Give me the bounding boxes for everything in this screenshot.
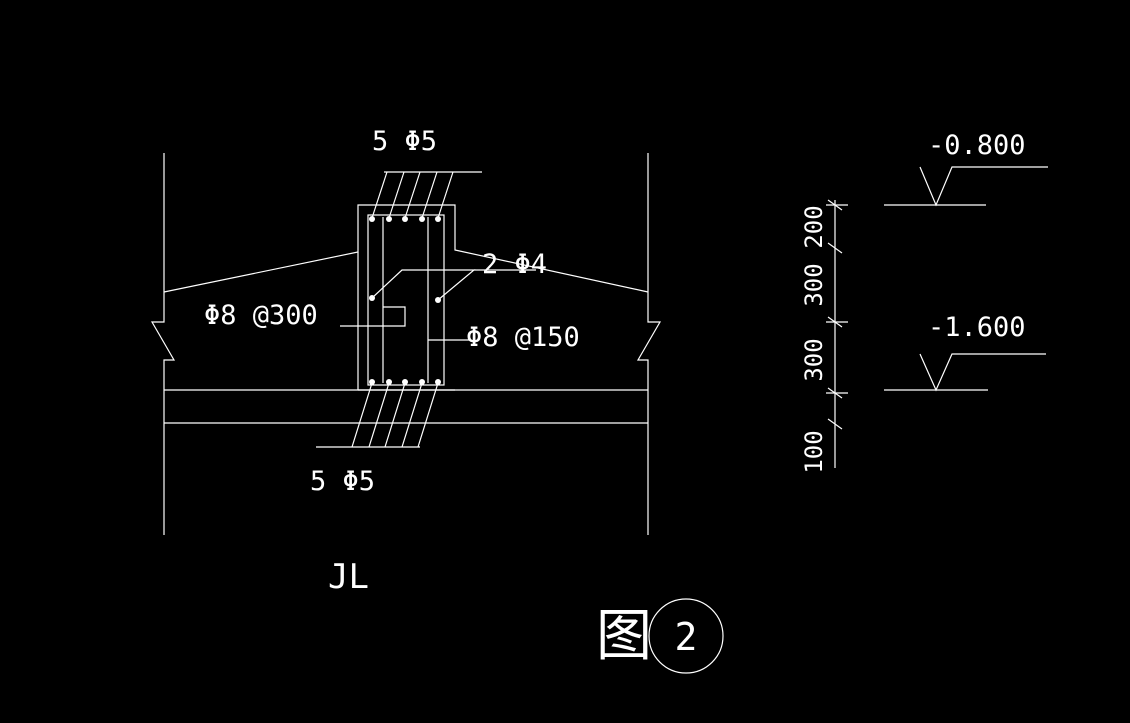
bottom-rebar-label: 5 Φ5 <box>310 466 375 497</box>
rebar-dot <box>386 216 392 222</box>
bottom-rebar-leader <box>417 382 439 448</box>
dimension-label: 300 <box>800 263 828 306</box>
bottom-rebar-leader <box>401 382 423 448</box>
top-rebar-leader <box>437 171 454 219</box>
dimension-label: 300 <box>800 338 828 381</box>
dim-tick <box>827 242 843 254</box>
stirrup-left-leader <box>340 306 406 327</box>
stirrup-left-label: Φ8 @300 <box>204 300 318 331</box>
top-rebar-leader <box>421 171 438 219</box>
elevation-bottom-triangle <box>919 353 1046 392</box>
elevation-top-label: -0.800 <box>928 130 1026 161</box>
left-wall-line <box>150 153 176 535</box>
rebar-dot <box>369 379 375 385</box>
waist-bar-leader <box>371 269 476 301</box>
rebar-dot <box>402 216 408 222</box>
rebar-dot <box>435 379 441 385</box>
bottom-rebar-leader <box>368 382 390 448</box>
elevation-top-triangle <box>919 166 1048 207</box>
rebar-dot <box>369 216 375 222</box>
figure-number-circle <box>648 598 724 674</box>
figure-number-label: 2 <box>675 615 698 659</box>
bottom-rebar-leader <box>384 382 406 448</box>
top-rebar-leader <box>388 171 405 219</box>
top-rebar-leader <box>371 171 388 219</box>
right-wall-line <box>636 153 662 535</box>
rebar-dot <box>419 216 425 222</box>
rebar-dot <box>369 295 375 301</box>
elevation-bottom-label: -1.600 <box>928 312 1026 343</box>
figure-char-label: 图 <box>596 604 652 669</box>
stirrup-right-label: Φ8 @150 <box>466 322 580 353</box>
rebar-dot <box>435 216 441 222</box>
rebar-dot <box>386 379 392 385</box>
dimension-label: 200 <box>800 205 828 248</box>
dimension-label: 100 <box>800 430 828 473</box>
top-rebar-leader <box>404 171 421 219</box>
dim-tick <box>827 418 843 430</box>
beam-name-label: JL <box>328 557 369 597</box>
bottom-rebar-leader <box>351 382 373 448</box>
waist-bar-label: 2 Φ4 <box>482 249 547 280</box>
rebar-dot <box>419 379 425 385</box>
stirrup-outer <box>367 214 445 386</box>
beam-outline <box>163 204 649 293</box>
rebar-dot <box>402 379 408 385</box>
rebar-dot <box>435 297 441 303</box>
top-rebar-label: 5 Φ5 <box>372 126 437 157</box>
